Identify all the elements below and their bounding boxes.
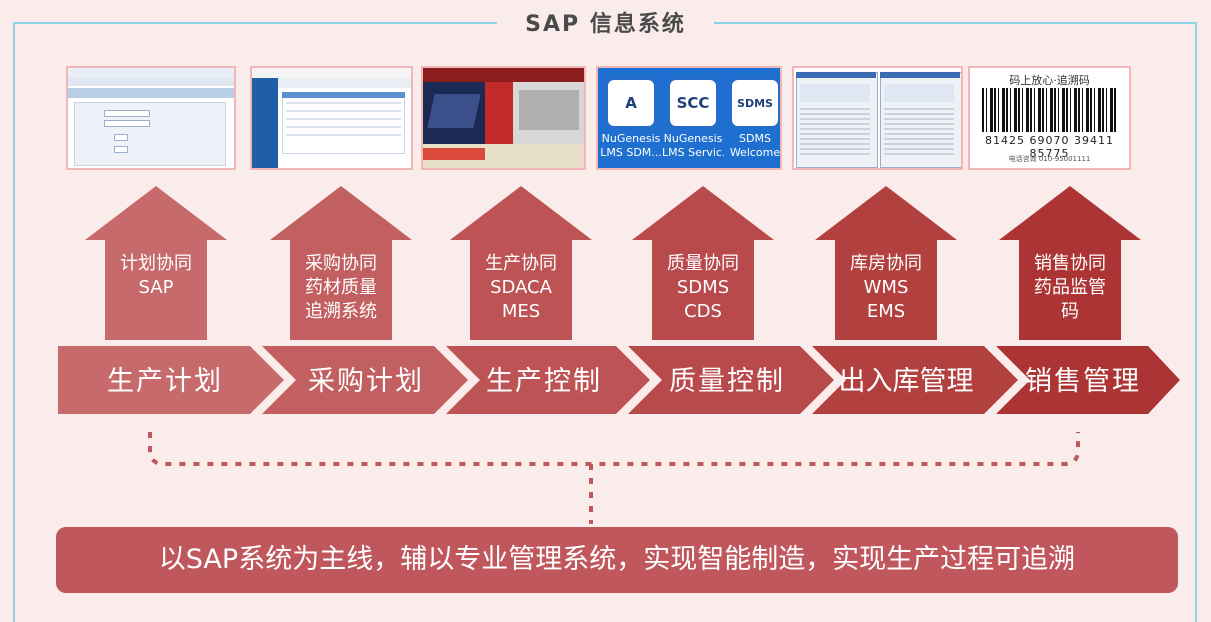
arrow-procurement-line1: 采购协同 xyxy=(305,253,377,274)
screenshot-wms xyxy=(792,66,963,170)
arrow-sales-line3: 码 xyxy=(1061,301,1079,322)
nugenesis-service-icon: SCC xyxy=(668,78,718,128)
arrow-production-line2: SDACA xyxy=(490,277,552,298)
arrow-sales: 销售协同药品监管码 xyxy=(999,186,1141,340)
arrow-warehouse: 库房协同 WMS EMS xyxy=(815,186,957,340)
summary-banner: 以SAP系统为主线，辅以专业管理系统，实现智能制造，实现生产过程可追溯 xyxy=(56,527,1178,593)
arrow-planning: 计划协同 SAP xyxy=(85,186,227,340)
chevron-sales xyxy=(996,346,1180,414)
arrow-sales-line2: 药品监管 xyxy=(1034,277,1106,298)
arrow-planning-line2: SAP xyxy=(138,277,174,298)
chevron-warehouse xyxy=(812,346,1018,414)
screenshot-sap-planning xyxy=(66,66,236,170)
process-production-control: 生产控制 xyxy=(486,366,602,397)
arrow-sales-line1: 销售协同 xyxy=(1034,253,1106,274)
process-procurement-plan: 采购计划 xyxy=(308,366,424,397)
arrow-planning-line1: 计划协同 xyxy=(120,253,192,274)
screenshot-trace-barcode: 码上放心·追溯码 81425 69070 39411 85775 电话咨询 01… xyxy=(968,66,1131,170)
dashed-connector xyxy=(148,432,1080,524)
title-wrap: SAP 信息系统 xyxy=(0,6,1211,38)
process-quality-control: 质量控制 xyxy=(669,366,785,397)
arrow-quality-line1: 质量协同 xyxy=(667,253,739,274)
arrow-procurement: 采购协同药材质量追溯系统 xyxy=(270,186,412,340)
arrow-quality: 质量协同 SDMS CDS xyxy=(632,186,774,340)
process-sales: 销售管理 xyxy=(1025,366,1141,397)
arrow-production-line3: MES xyxy=(501,301,541,322)
page-title: SAP 信息系统 xyxy=(497,6,714,38)
arrow-production-line1: 生产协同 xyxy=(485,253,557,274)
arrow-procurement-line3: 追溯系统 xyxy=(305,301,377,322)
arrow-quality-line2: SDMS xyxy=(676,277,730,298)
sdms-icon: SDMS xyxy=(730,78,780,128)
barcode-header: 码上放心·追溯码 xyxy=(1009,74,1090,87)
arrow-warehouse-line2: WMS xyxy=(863,277,909,298)
process-chevrons xyxy=(58,346,1180,414)
arrow-production: 生产协同 SDACA MES xyxy=(450,186,592,340)
chevron-production-control xyxy=(446,346,650,414)
barcode-numbers: 81425 69070 39411 85775 xyxy=(985,134,1114,160)
barcode-footer: 电话咨询 010-95001111 xyxy=(1008,155,1091,163)
process-warehouse: 出入库管理 xyxy=(838,366,974,397)
nugenesis-sdm-icon: A xyxy=(606,78,656,128)
arrow-quality-line3: CDS xyxy=(684,301,722,322)
screenshot-procurement-trace xyxy=(250,66,413,170)
arrow-procurement-line2: 药材质量 xyxy=(305,277,377,298)
barcode-bars xyxy=(982,88,1117,132)
process-production-plan: 生产计划 xyxy=(107,366,223,397)
chevron-procurement-plan xyxy=(262,346,468,414)
screenshot-mes-dashboard xyxy=(421,66,586,170)
chevron-production-plan xyxy=(58,346,284,414)
arrow-warehouse-line1: 库房协同 xyxy=(850,253,922,274)
arrow-warehouse-line3: EMS xyxy=(866,301,906,322)
chevron-quality-control xyxy=(628,346,834,414)
